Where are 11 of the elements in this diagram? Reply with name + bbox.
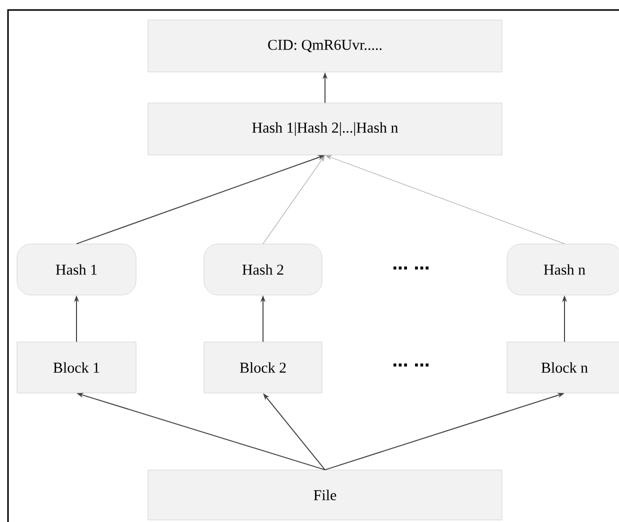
hash-box: Hash 1 (16, 244, 136, 296)
process-box: CID: QmR6Uvr..... (148, 20, 502, 72)
hash-box: Hash 2 (204, 244, 322, 296)
ellipsis: ⋯ ⋯ (393, 363, 428, 366)
ellipsis: ⋯ ⋯ (393, 266, 428, 270)
process-box: Block 1 (16, 342, 136, 394)
process-box: Hash 1|Hash 2|...|Hash n (148, 102, 502, 156)
process-box: Block 2 (204, 342, 322, 394)
process-box: File (148, 470, 502, 520)
process-box: Block n (506, 342, 619, 394)
hash-box: Hash n (506, 244, 619, 296)
